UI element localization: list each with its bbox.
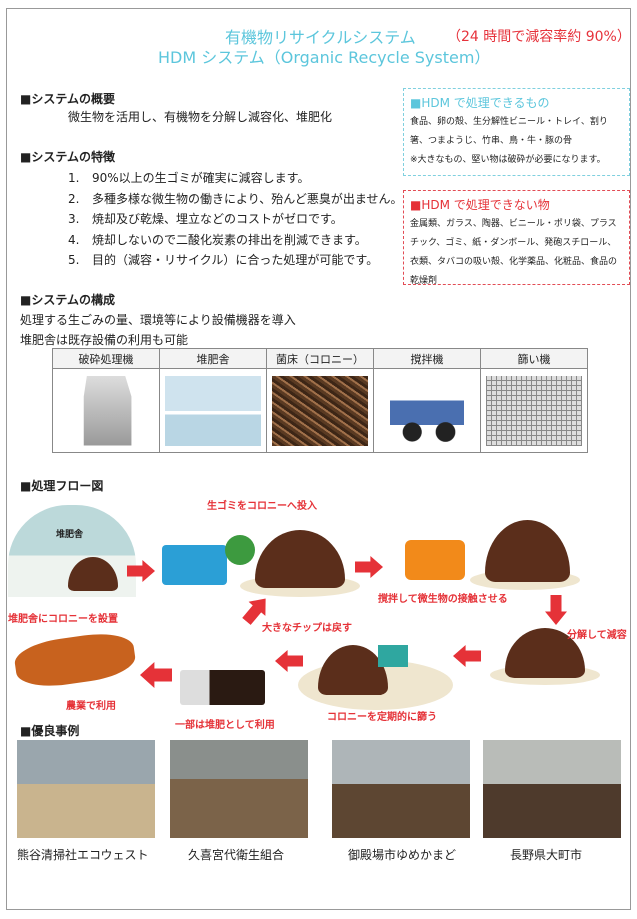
- flow-step-label: 分解して減容: [567, 630, 627, 641]
- flow-step-label: 撹拌して微生物の接触させる: [378, 594, 508, 605]
- compost-shed-illustration: 堆肥舎: [8, 505, 136, 597]
- flow-step-label: コロニーを定期的に篩う: [327, 712, 437, 723]
- vegetables-icon: [225, 535, 255, 565]
- page-frame: [6, 8, 631, 910]
- overview-text: 微生物を活用し、有機物を分解し減容化、堆肥化: [68, 110, 333, 124]
- feature-item: 4.焼却しないので二酸化炭素の排出を削減できます。: [68, 232, 367, 247]
- overview-heading: ■システムの概要: [20, 92, 115, 106]
- colony-bed-image: [272, 375, 368, 446]
- sieve-machine-icon: [378, 645, 408, 667]
- agitator-image: [389, 375, 465, 446]
- arrow-right-icon: [355, 556, 383, 578]
- arrow-right-icon: [127, 560, 155, 582]
- example-photo: [170, 740, 308, 838]
- arrow-left-icon: [453, 645, 481, 667]
- example-caption: 御殿場市ゆめかまど: [348, 848, 457, 862]
- example-caption: 熊谷清掃社エコウェスト: [17, 848, 149, 862]
- composition-heading: ■システムの構成: [20, 293, 115, 307]
- compost-pile: [68, 557, 118, 591]
- column-header: 堆肥舎: [159, 348, 267, 369]
- shed-label: 堆肥舎: [56, 530, 84, 540]
- example-photo: [17, 740, 155, 838]
- composition-line2: 堆肥舎は既存設備の利用も可能: [20, 333, 189, 347]
- cannot-process-heading: ■HDM で処理できない物: [410, 198, 550, 212]
- equipment-table: 破砕処理機 堆肥舎 菌床（コロニー） 撹拌機 篩い機: [52, 348, 588, 453]
- flow-heading: ■処理フロー図: [20, 479, 104, 493]
- can-process-note: ※大きなもの、堅い物は破砕が必要になります。: [410, 155, 606, 165]
- compost-shed-image: [165, 375, 261, 446]
- example-caption: 久喜宮代衛生組合: [188, 848, 285, 862]
- arrow-down-icon: [545, 595, 567, 625]
- arrow-left-icon: [275, 650, 303, 672]
- column-header: 破砕処理機: [52, 348, 160, 369]
- title-ja: 有機物リサイクルシステム: [225, 28, 416, 47]
- flow-step-label: 大きなチップは戻す: [262, 623, 352, 634]
- flow-step-label: 堆肥舎にコロニーを設置: [8, 614, 118, 625]
- feature-item: 5.目的（減容・リサイクル）に合った処理が可能です。: [68, 253, 379, 267]
- feature-item: 1.90%以上の生ゴミが確実に減容します。: [68, 171, 310, 185]
- can-process-box: ■HDM で処理できるもの 食品、卵の殻、生分解性ビニール・トレイ、割り箸、つま…: [403, 88, 630, 176]
- feature-item: 3.焼却及び乾燥、埋立などのコストがゼロです。: [68, 212, 343, 226]
- sieve-image: [486, 375, 582, 446]
- column-header: 撹拌機: [373, 348, 481, 369]
- flow-step-label: 生ゴミをコロニーへ投入: [207, 501, 317, 512]
- can-process-heading: ■HDM で処理できるもの: [410, 96, 550, 110]
- composition-line1: 処理する生ごみの量、環境等により設備機器を導入: [20, 313, 296, 327]
- feature-item: 2.多種多様な微生物の働きにより、殆んど悪臭が出ません。: [68, 191, 403, 206]
- features-list: 1.90%以上の生ゴミが確実に減容します。 2.多種多様な微生物の働きにより、殆…: [68, 168, 403, 271]
- example-caption: 長野県大町市: [510, 848, 583, 862]
- loader-icon: [405, 540, 465, 580]
- example-photo: [332, 740, 470, 838]
- flow-step-label: 農業で利用: [66, 701, 116, 712]
- column-header: 菌床（コロニー）: [266, 348, 374, 369]
- title-en: HDM システム（Organic Recycle System）: [158, 48, 491, 67]
- crusher-image: [83, 375, 132, 446]
- can-process-text: 食品、卵の殻、生分解性ビニール・トレイ、割り箸、つまようじ、竹串、鳥・牛・豚の骨: [410, 117, 608, 146]
- cannot-process-box: ■HDM で処理できない物 金属類、ガラス、陶器、ビニール・ポリ袋、プラスチック…: [403, 190, 630, 286]
- subtitle: （24 時間で減容率約 90%）: [447, 29, 631, 45]
- flow-step-label: 一部は堆肥として利用: [175, 720, 275, 731]
- dump-truck-icon: [180, 670, 265, 705]
- garbage-truck-icon: [162, 545, 227, 585]
- features-heading: ■システムの特徴: [20, 150, 115, 164]
- column-header: 篩い機: [480, 348, 588, 369]
- examples-heading: ■優良事例: [20, 724, 80, 738]
- cannot-process-text: 金属類、ガラス、陶器、ビニール・ポリ袋、プラスチック、ゴミ、紙・ダンボール、発砲…: [410, 219, 618, 286]
- example-photo: [483, 740, 621, 838]
